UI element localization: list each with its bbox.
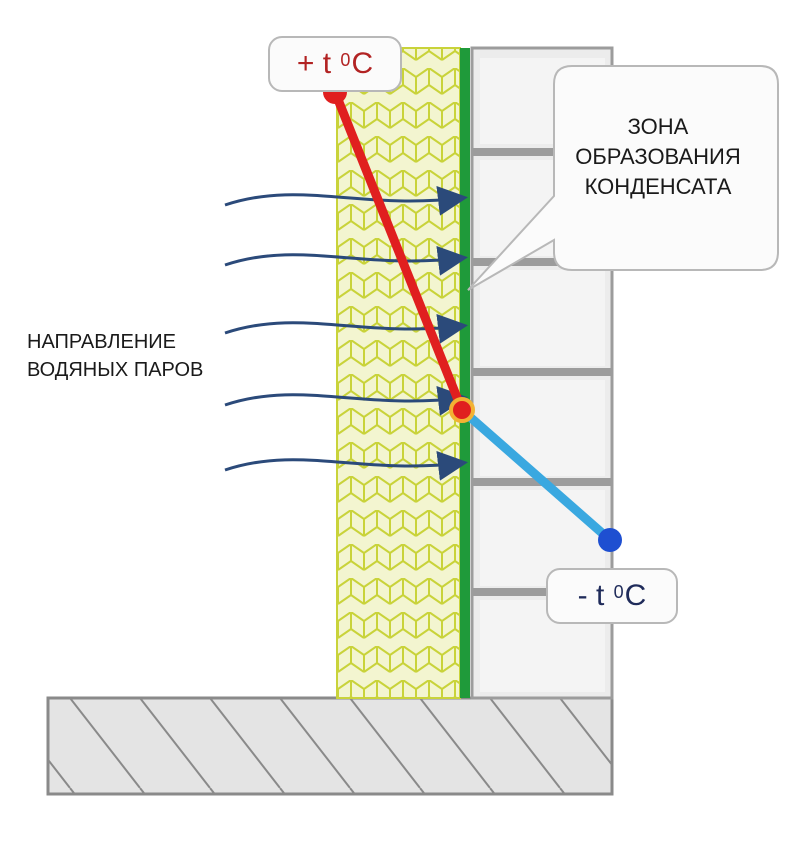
vapor-direction-label: НАПРАВЛЕНИЕ ВОДЯНЫХ ПАРОВ: [27, 328, 203, 384]
warm-temp-degree: 0: [340, 49, 351, 70]
cold-temperature-line: [457, 405, 615, 545]
warm-temperature-line: [330, 87, 467, 415]
vapor-arrow: [224, 245, 468, 276]
cold-temperature-point: [598, 528, 622, 552]
warm-temp-unit: C: [351, 47, 374, 80]
vapor-label-line: ВОДЯНЫХ ПАРОВ: [27, 359, 204, 381]
condensation-zone-label: ЗОНА ОБРАЗОВАНИЯ КОНДЕНСАТА: [553, 112, 763, 202]
vapor-barrier: [460, 48, 470, 698]
cold-temp-unit: C: [624, 579, 647, 612]
vapor-label-line: НАПРАВЛЕНИЕ: [27, 331, 177, 353]
callout-line: ЗОНА: [627, 114, 689, 139]
vapor-arrow: [224, 450, 468, 481]
cold-temp-degree: 0: [613, 581, 624, 602]
foundation-slab: [46, 696, 614, 796]
warm-temp-sign: + t: [296, 47, 332, 80]
callout-line: ОБРАЗОВАНИЯ: [575, 144, 741, 169]
callout-bubble: [467, 65, 779, 291]
cold-temp-sign: - t: [577, 579, 605, 612]
vapor-arrow: [224, 185, 468, 216]
vapor-arrow: [224, 385, 468, 416]
dew-point: [449, 397, 475, 423]
brick-wall: [470, 46, 614, 700]
callout-line: КОНДЕНСАТА: [584, 174, 732, 199]
